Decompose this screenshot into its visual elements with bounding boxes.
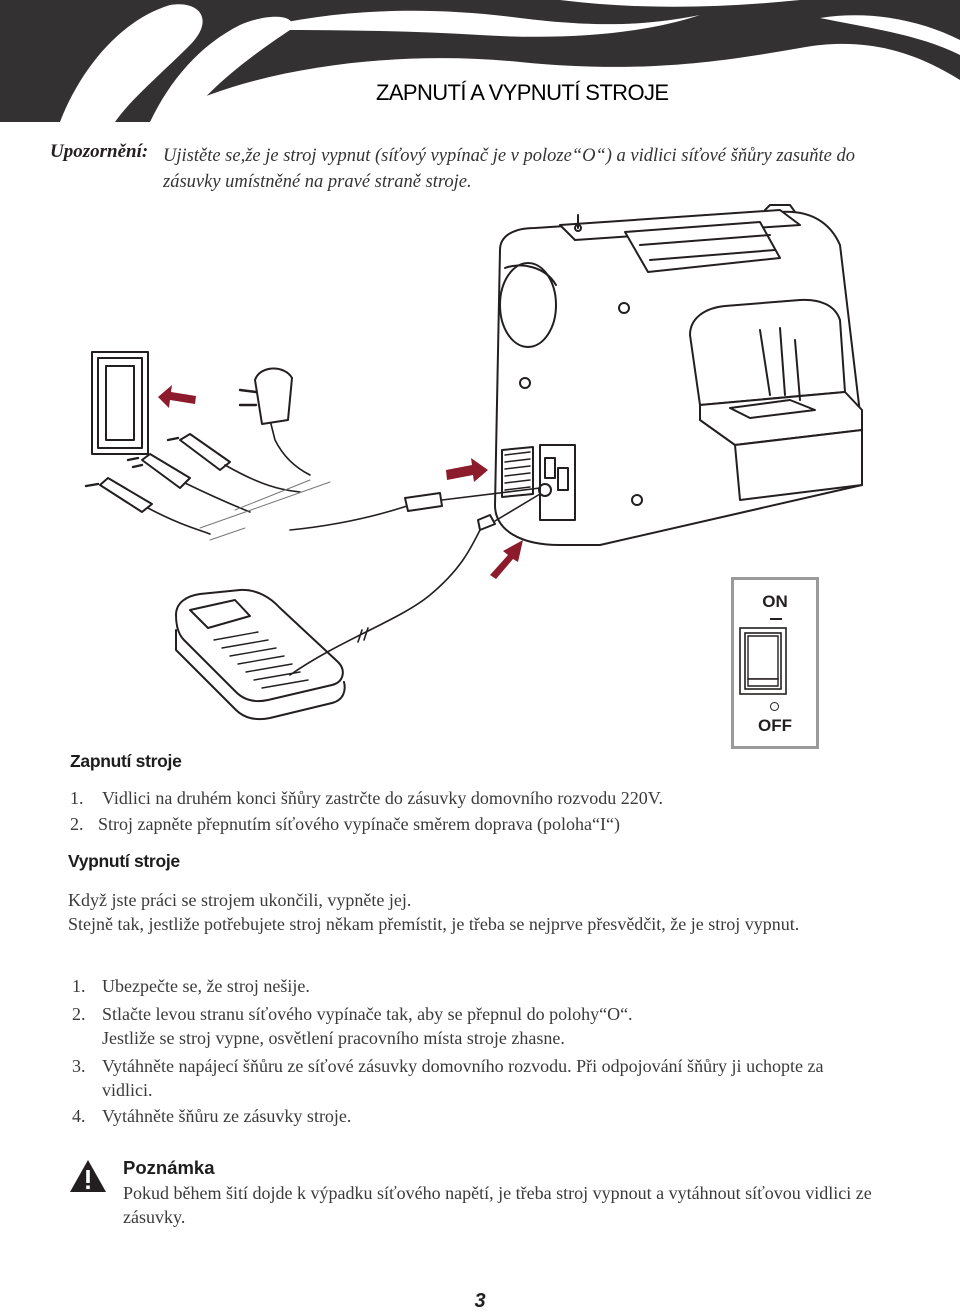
off-symbol-icon bbox=[770, 702, 779, 711]
power-switch-inset: ON OFF bbox=[731, 577, 819, 749]
intro-text: Když jste práci se strojem ukončili, vyp… bbox=[68, 890, 412, 910]
note-text: Pokud během šití dojde k výpadku síťovéh… bbox=[123, 1183, 872, 1227]
warning-label: Upozornění: bbox=[50, 141, 149, 162]
arrow-right-icon bbox=[446, 458, 488, 482]
arrow-left-icon bbox=[158, 385, 196, 408]
wall-socket-icon bbox=[91, 351, 149, 455]
sewing-machine-icon bbox=[494, 204, 863, 546]
direction-arrows bbox=[158, 385, 523, 579]
page-title: ZAPNUTÍ A VYPNUTÍ STROJE bbox=[376, 80, 669, 105]
warning-text: Ujistěte se,že je stroj vypnut (síťový v… bbox=[163, 146, 855, 192]
arrow-up-right-icon bbox=[490, 540, 523, 579]
note-title: Poznámka bbox=[123, 1157, 215, 1178]
section-heading-power-off: Vypnutí stroje bbox=[68, 851, 180, 871]
foot-pedal-icon bbox=[175, 588, 346, 721]
warning-triangle-icon bbox=[70, 1160, 106, 1192]
section-heading-power-on: Zapnutí stroje bbox=[70, 751, 182, 771]
on-symbol-icon bbox=[770, 618, 782, 620]
rocker-switch-icon bbox=[739, 627, 787, 695]
switch-on-label: ON bbox=[762, 592, 788, 611]
header-banner bbox=[0, 0, 960, 122]
intro-text-2: Stejně tak, jestliže potřebujete stroj n… bbox=[68, 914, 800, 934]
switch-off-label: OFF bbox=[758, 716, 792, 735]
page-number: 3 bbox=[474, 1290, 486, 1312]
sewing-machine-illustration bbox=[84, 204, 863, 721]
